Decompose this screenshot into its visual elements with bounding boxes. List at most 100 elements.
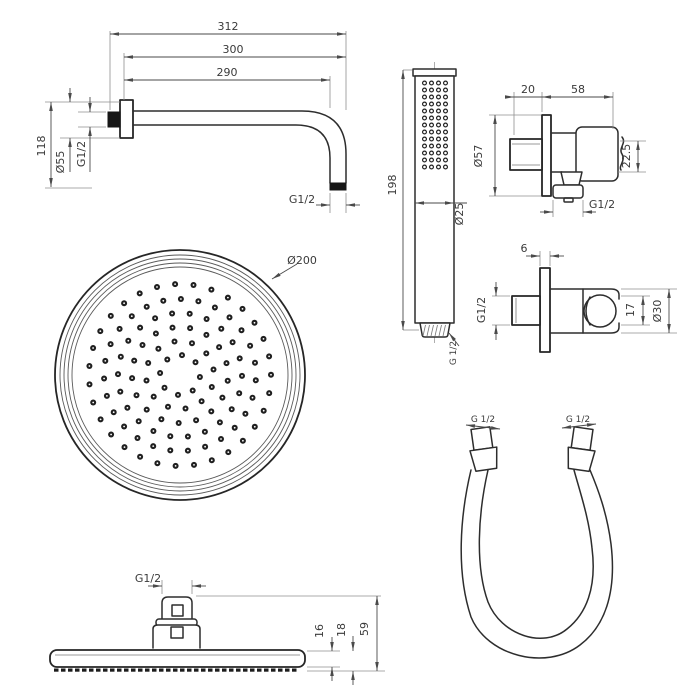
nozzle-dot-hole xyxy=(145,379,148,382)
nozzle-dot-hole xyxy=(262,409,265,412)
hand-shower-nozzle-grid xyxy=(422,80,449,170)
dim-label-elbow-20: 20 xyxy=(521,83,535,96)
hand-nozzle xyxy=(422,129,428,135)
nozzle-dot-hole xyxy=(137,420,140,423)
dimension-arrowhead xyxy=(88,103,92,112)
nozzle-band-tick xyxy=(152,668,157,672)
dim-label-headside-thread: G1/2 xyxy=(135,572,161,585)
nozzle-dot-hole xyxy=(187,449,189,452)
nozzle-dot-hole xyxy=(123,302,125,305)
nozzle-dot-hole xyxy=(194,361,197,364)
nozzle-dot-hole xyxy=(220,438,222,440)
nozzle-dot-hole xyxy=(270,373,272,376)
nozzle-band-tick xyxy=(271,668,276,672)
hand-nozzle xyxy=(443,101,449,107)
hand-nozzle xyxy=(429,136,435,142)
nozzle-band-tick xyxy=(229,668,234,672)
head-disc xyxy=(49,649,306,668)
nozzle-dot-hole xyxy=(253,321,256,324)
hand-nozzle xyxy=(429,80,435,86)
dim-label-hand-198: 198 xyxy=(386,175,399,196)
nozzle-dot-hole xyxy=(92,347,94,349)
dimension-arrowhead xyxy=(667,289,671,298)
dim-label-arm-d55: Ø55 xyxy=(54,151,67,174)
head-nozzle-dots xyxy=(86,281,274,469)
arm-outlet-thread-tip xyxy=(329,182,347,191)
nozzle-dot-hole xyxy=(210,386,213,388)
dim-label-head-d200: Ø200 xyxy=(287,254,317,267)
nozzle-dot-hole xyxy=(231,341,234,344)
hand-nozzle xyxy=(443,129,449,135)
nozzle-dot-hole xyxy=(155,332,157,335)
nozzle-band-tick xyxy=(166,668,171,672)
dim-label-arm-290: 290 xyxy=(217,66,238,79)
dimension-arrowhead xyxy=(68,93,72,102)
nozzle-dot-hole xyxy=(99,418,102,421)
hand-nozzle xyxy=(436,129,442,135)
nozzle-dot-hole xyxy=(205,334,208,336)
elbow2-fork-top xyxy=(549,288,620,300)
nozzle-dot-hole xyxy=(218,346,221,348)
nozzle-dot-hole xyxy=(99,330,102,332)
hose-connector-left xyxy=(469,426,498,472)
wall-elbow-front-view xyxy=(509,114,625,203)
nozzle-band-tick xyxy=(159,668,164,672)
elbow-outlet-neck xyxy=(560,171,583,186)
dim-label-arm-wall-thread: G1/2 xyxy=(75,141,88,167)
nozzle-dot-hole xyxy=(193,464,195,466)
hand-nozzle xyxy=(436,150,442,156)
dimension-arrowhead xyxy=(68,138,72,147)
nozzle-dot-hole xyxy=(189,327,192,329)
hand-nozzle xyxy=(436,101,442,107)
nozzle-band-tick xyxy=(131,668,136,672)
nozzle-band-tick xyxy=(75,668,80,672)
elbow-handset-holder xyxy=(575,126,619,182)
elbow-pipe-break-line xyxy=(619,136,625,171)
dimension-arrowhead xyxy=(466,424,476,428)
hose-connector-right xyxy=(567,426,596,473)
thread-hatch-line xyxy=(430,324,434,337)
nozzle-band-tick xyxy=(264,668,269,672)
hand-nozzle xyxy=(429,122,435,128)
nozzle-dot-hole xyxy=(127,339,130,342)
hand-nozzle xyxy=(443,150,449,156)
dimension-arrowhead xyxy=(124,78,133,82)
hand-nozzle xyxy=(422,164,428,170)
dimension-arrowhead xyxy=(375,662,379,671)
nozzle-dot-hole xyxy=(242,439,244,442)
nozzle-band-tick xyxy=(215,668,220,672)
dimension-arrowhead xyxy=(493,187,497,196)
dimension-arrowhead xyxy=(110,32,119,36)
arm-wall-thread-block xyxy=(107,111,121,128)
nozzle-dot-hole xyxy=(210,459,213,462)
nozzle-dot-hole xyxy=(123,425,125,428)
hand-nozzle xyxy=(429,108,435,114)
dimension-arrowhead xyxy=(562,425,572,429)
dim-label-hand-thread: G 1/2 xyxy=(449,341,459,365)
dimension-arrowhead xyxy=(351,671,355,680)
nozzle-dot-hole xyxy=(212,368,215,371)
nozzle-dot-hole xyxy=(160,418,163,421)
nozzle-dot-hole xyxy=(145,408,148,411)
dimension-arrowhead xyxy=(531,254,540,258)
hand-nozzle xyxy=(429,143,435,149)
hand-nozzle xyxy=(429,101,435,107)
nozzle-dot-hole xyxy=(110,433,112,436)
nozzle-dot-hole xyxy=(156,462,159,465)
dimension-arrowhead xyxy=(88,127,92,136)
nozzle-dot-hole xyxy=(163,386,166,389)
nozzle-dot-hole xyxy=(167,405,169,408)
nozzle-dot-hole xyxy=(233,426,236,429)
hand-nozzle xyxy=(422,150,428,156)
hand-nozzle xyxy=(422,136,428,142)
hand-nozzle xyxy=(443,136,449,142)
nozzle-band-tick xyxy=(61,668,66,672)
nozzle-dot-hole xyxy=(205,352,208,355)
dimension-arrowhead xyxy=(330,642,334,651)
nozzle-band-tick xyxy=(208,668,213,672)
hand-nozzle xyxy=(429,150,435,156)
thread-hatch-line xyxy=(422,324,426,337)
dimension-arrowhead xyxy=(330,667,334,676)
nozzle-dot-hole xyxy=(188,312,191,315)
dimension-arrowhead xyxy=(542,95,551,99)
